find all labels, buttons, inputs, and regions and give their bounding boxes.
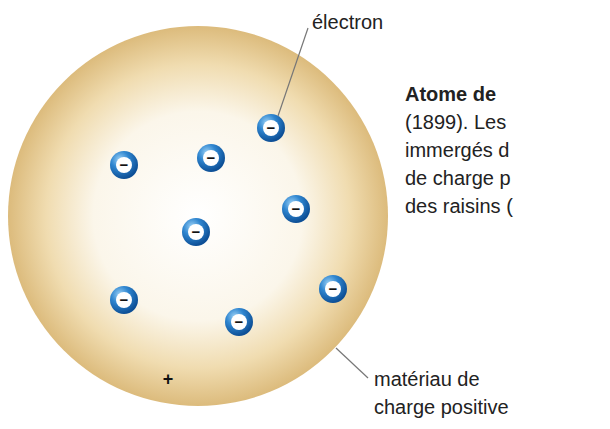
description-text: (1899). Les immergés d de charge p des r… <box>405 108 527 220</box>
electron-charge: − <box>289 201 303 216</box>
electron-charge: − <box>326 281 340 296</box>
positive-sign: + <box>161 370 175 388</box>
electron-charge: − <box>232 314 246 329</box>
electron-charge: − <box>204 150 218 165</box>
positive-sphere <box>8 26 388 406</box>
electrons <box>110 114 347 336</box>
electron-charge: − <box>264 120 278 135</box>
callout-label: électron <box>312 8 452 36</box>
figure-title: Atome de <box>405 80 605 108</box>
electron-charge: − <box>117 292 131 307</box>
callout-label: matériau de charge positive <box>374 365 530 421</box>
leader-line <box>336 348 368 378</box>
leader-line <box>278 28 308 116</box>
electron-charge: − <box>189 224 203 239</box>
electron-charge: − <box>117 157 131 172</box>
